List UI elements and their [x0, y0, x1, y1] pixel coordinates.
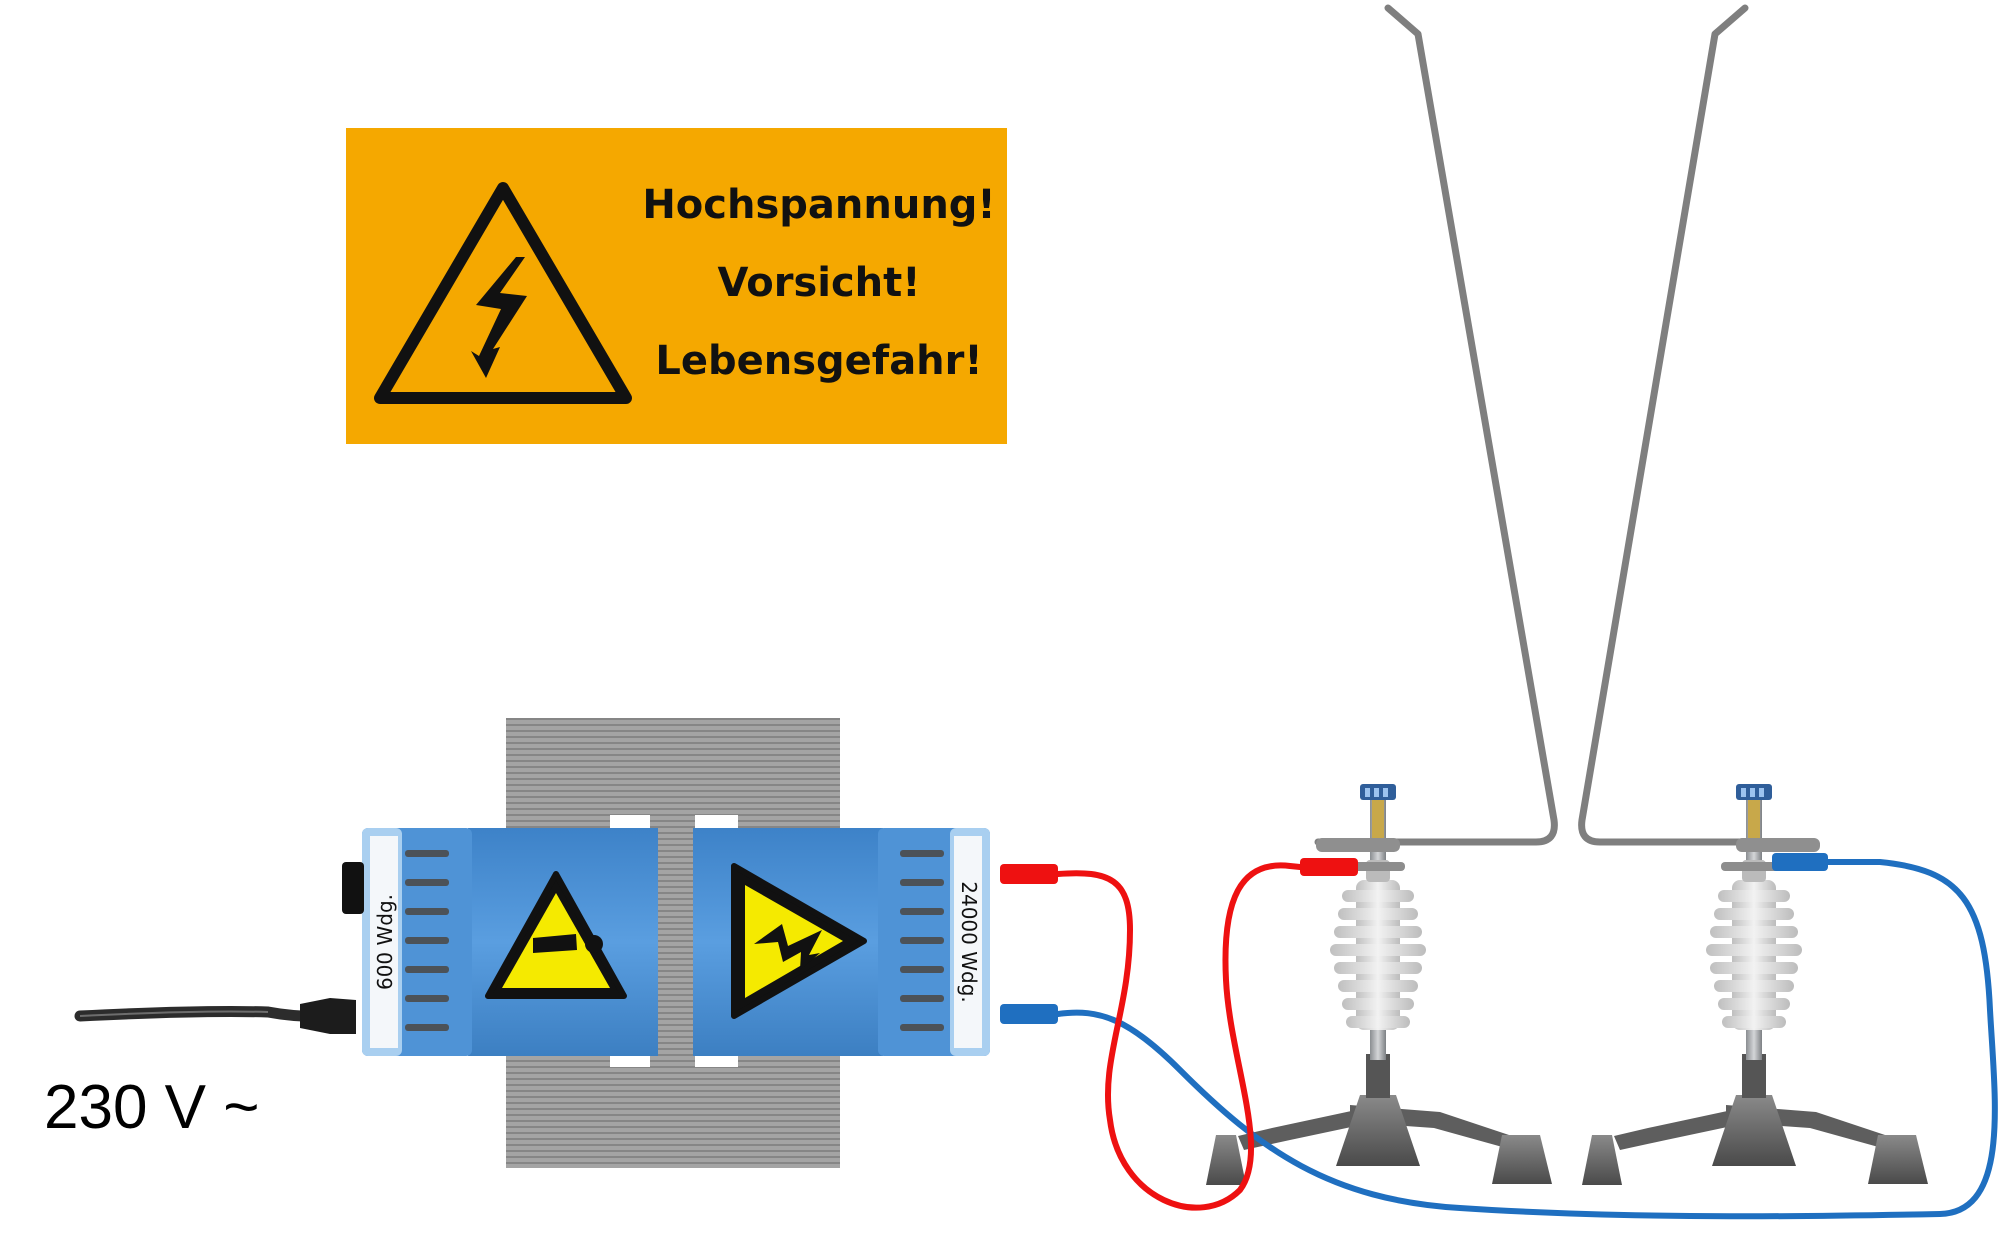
left-horn-rod	[1314, 4, 1558, 846]
red-cable	[1000, 858, 1358, 1211]
warning-sign-background	[346, 128, 1007, 444]
power-switch[interactable]	[342, 862, 364, 914]
right-insulating-stand	[1582, 784, 1928, 1185]
primary-coil: 600 Wdg.	[342, 828, 658, 1056]
right-tripod-base	[1582, 1095, 1928, 1185]
mains-plug	[300, 998, 356, 1034]
red-plug-transformer[interactable]	[1000, 864, 1058, 884]
secondary-winding-label: 24000 Wdg.	[957, 881, 981, 1003]
mains-cable	[74, 998, 356, 1034]
left-insulator	[1330, 880, 1426, 1030]
warning-line-1: Hochspannung!	[642, 182, 995, 228]
left-insulating-stand	[1206, 784, 1552, 1185]
right-horn-rod	[1578, 4, 1819, 846]
red-plug-electrode[interactable]	[1300, 858, 1358, 876]
blue-plug-transformer[interactable]	[1000, 1004, 1058, 1024]
primary-vent-slots	[405, 850, 449, 1031]
horn-electrodes	[1314, 4, 1819, 846]
exclamation-warning-icon	[485, 871, 627, 999]
right-terminal-knob[interactable]	[1736, 784, 1772, 800]
warning-line-2: Vorsicht!	[717, 260, 920, 306]
blue-cable	[1000, 853, 1998, 1220]
supply-voltage-label: 230 V ~	[44, 1073, 259, 1142]
left-terminal-knob[interactable]	[1360, 784, 1396, 800]
electric-shock-warning-icon	[731, 863, 867, 1019]
secondary-vent-slots	[900, 850, 944, 1031]
warning-sign: Hochspannung! Vorsicht! Lebensgefahr!	[346, 128, 1007, 444]
blue-plug-electrode[interactable]	[1772, 853, 1828, 871]
secondary-coil: 24000 Wdg.	[693, 828, 990, 1056]
primary-winding-label: 600 Wdg.	[373, 894, 397, 990]
left-tripod-base	[1206, 1095, 1552, 1185]
right-insulator	[1706, 880, 1802, 1030]
warning-line-3: Lebensgefahr!	[655, 338, 982, 384]
high-voltage-icon	[374, 182, 632, 404]
